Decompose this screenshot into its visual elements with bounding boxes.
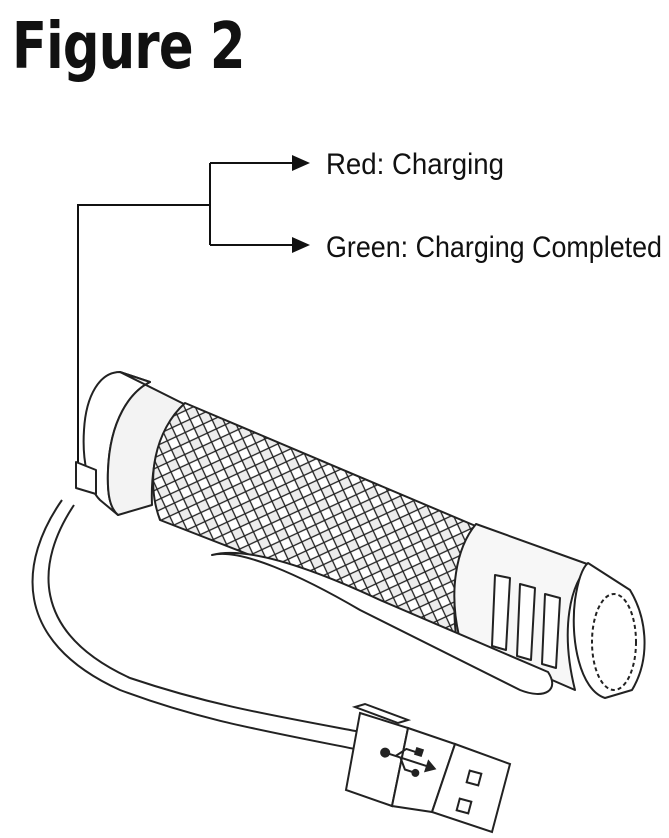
arrow-icon	[292, 155, 310, 171]
flashlight	[75, 371, 646, 699]
callout-label-green: Green: Charging Completed	[326, 231, 662, 264]
arrow-icon	[292, 237, 310, 253]
knurled-body	[152, 402, 479, 636]
usb-cable	[31, 499, 367, 751]
pocket-clip	[211, 551, 554, 695]
callout-leader	[77, 162, 294, 480]
page-title: Figure 2	[12, 10, 245, 84]
usb-plug	[344, 702, 512, 834]
indicator-light	[75, 461, 97, 495]
usb-icon	[380, 746, 437, 777]
callout-label-red: Red: Charging	[326, 148, 504, 181]
lens	[591, 593, 637, 691]
